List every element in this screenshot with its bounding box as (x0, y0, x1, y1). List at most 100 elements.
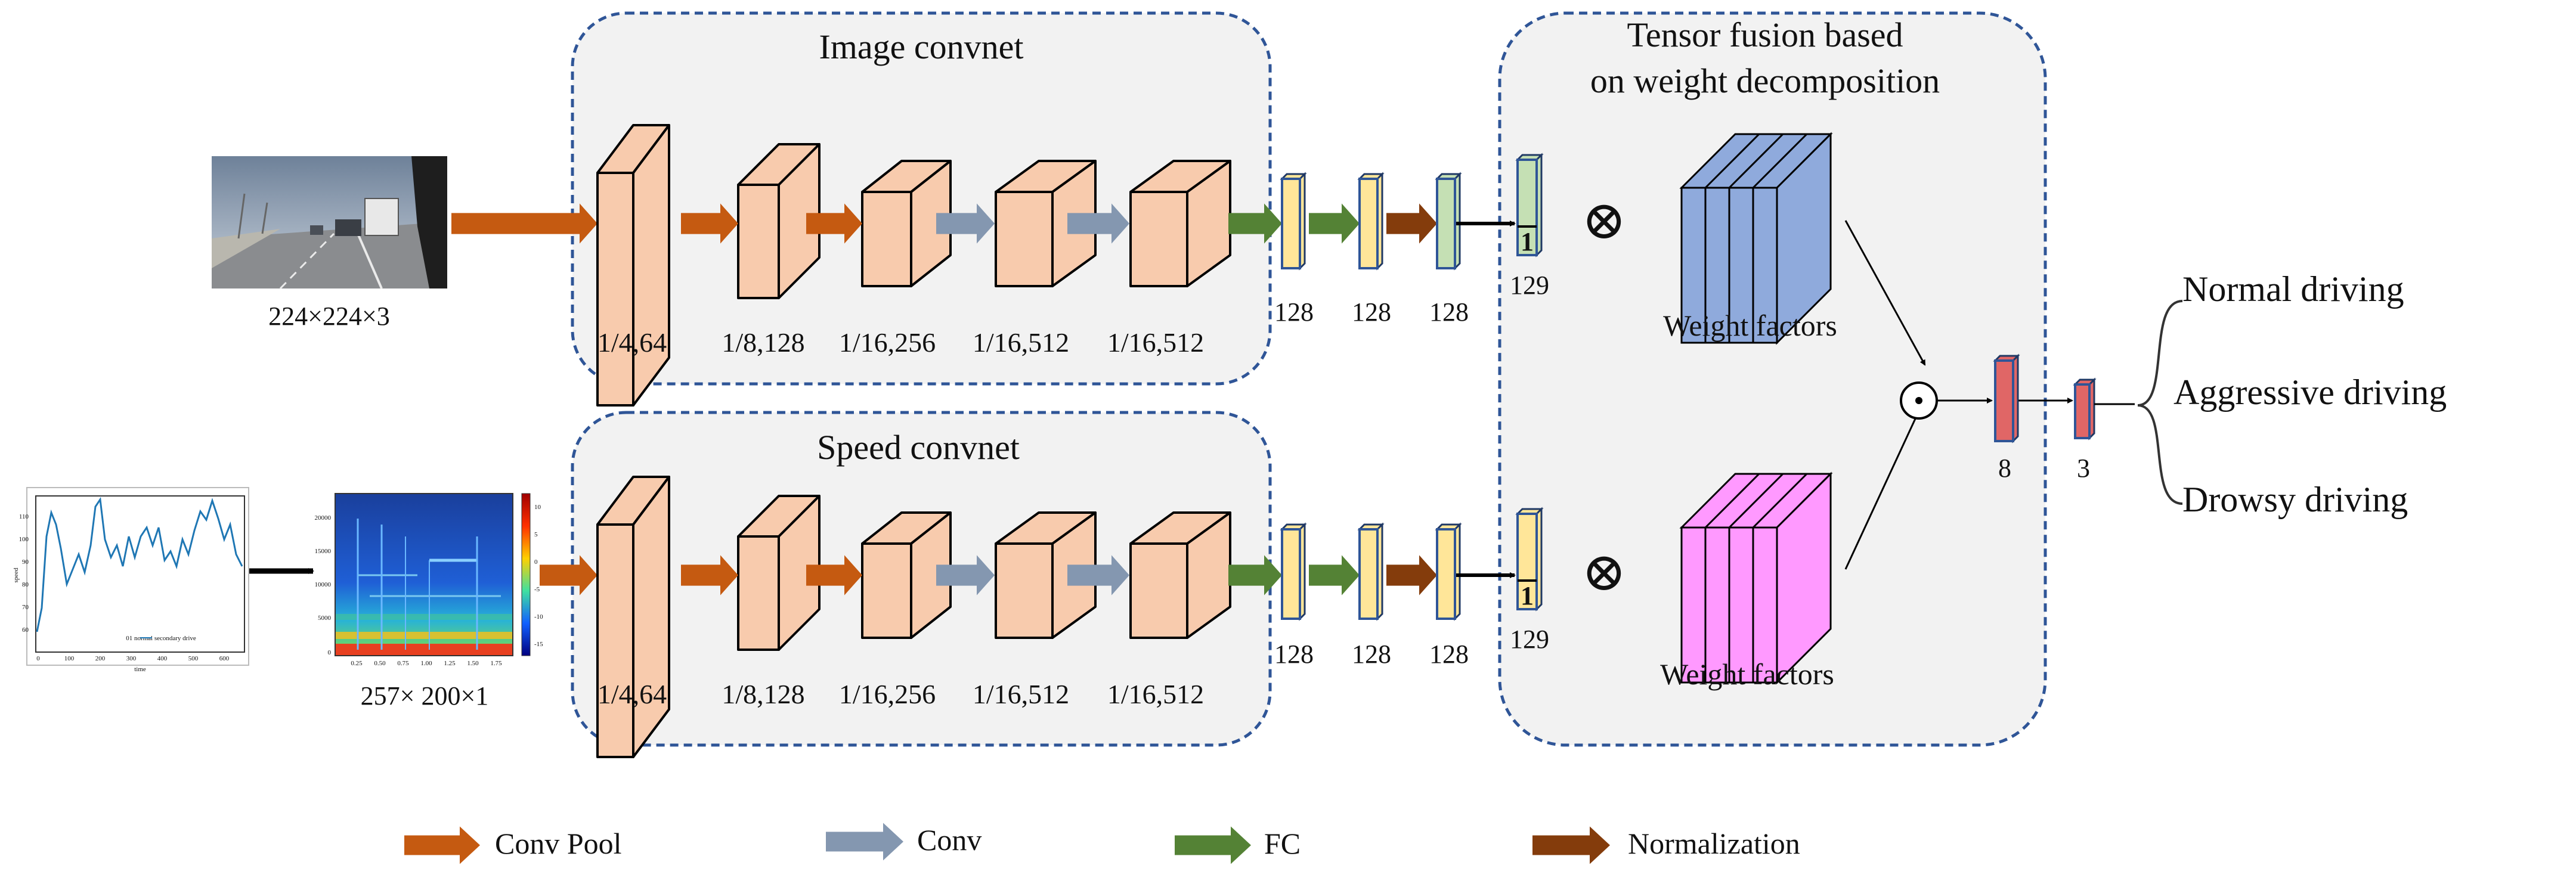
colorbar-ticks: 10 5 0 -5 -10 -15 (534, 504, 543, 648)
fusion-title-line2: on weight decomposition (1590, 61, 1940, 100)
image-norm-arrow (1386, 203, 1437, 244)
image-fc-arrow-1 (1228, 203, 1282, 244)
image-fc-arrow-2 (1309, 203, 1360, 244)
speed-plot-xticks: 0 100 200 300 400 500 600 (36, 655, 230, 662)
svg-text:1.00: 1.00 (420, 660, 432, 667)
output-brace (2137, 300, 2183, 505)
weight-factors-label-bottom: Weight factors (1660, 657, 1834, 691)
elementwise-product-dot (1915, 397, 1922, 404)
speed-plot-yticks: 110 100 90 80 70 60 (19, 513, 29, 634)
speed-convpool-arrow-2 (681, 555, 738, 595)
svg-text:20000: 20000 (315, 514, 332, 522)
svg-text:400: 400 (157, 655, 168, 662)
svg-text:1.25: 1.25 (444, 660, 456, 667)
svg-text:10: 10 (534, 504, 541, 511)
speed-fc-arrow-1 (1228, 555, 1282, 595)
svg-text:15000: 15000 (315, 548, 332, 555)
image-fc-label-3: 128 (1429, 297, 1469, 327)
image-conv-arrow-5 (1067, 203, 1129, 244)
speed-concat-vector (1515, 507, 1544, 612)
svg-text:70: 70 (22, 604, 29, 611)
speed-convpool-arrow-3 (806, 555, 862, 595)
svg-text:-10: -10 (534, 613, 543, 621)
spectrogram-size-label: 257× 200×1 (361, 681, 489, 711)
image-conv-block-2 (737, 143, 821, 299)
output-normal-driving: Normal driving (2182, 269, 2404, 309)
spectrogram-input: 20000 15000 10000 5000 0 0.25 0.50 0.75 … (315, 493, 543, 667)
svg-text:500: 500 (188, 655, 199, 662)
svg-text:0.75: 0.75 (397, 660, 409, 667)
svg-text:1.50: 1.50 (467, 660, 479, 667)
svg-text:90: 90 (22, 559, 29, 566)
image-conv-block-1 (596, 124, 670, 407)
speed-block-label-3: 1/16,256 (839, 679, 936, 709)
image-input-size-label: 224×224×3 (268, 302, 390, 331)
svg-text:100: 100 (64, 655, 75, 662)
image-fc-label-1: 128 (1274, 297, 1314, 327)
tensor-fusion-panel (1498, 11, 2047, 747)
speed-block-label-5: 1/16,512 (1107, 679, 1204, 709)
speed-fc-label-1: 128 (1274, 640, 1314, 669)
speed-conv-arrow-4 (936, 555, 995, 595)
svg-text:0.25: 0.25 (351, 660, 363, 667)
image-conv-arrow-4 (936, 203, 995, 244)
fusion-title-line1: Tensor fusion based (1627, 15, 1903, 54)
speed-norm-arrow (1386, 555, 1437, 595)
speed-fc-label-3: 128 (1429, 640, 1469, 669)
speed-fc-vector-3 (1435, 522, 1462, 621)
image-conv-block-3 (861, 160, 952, 287)
speed-fc-vector-1 (1280, 522, 1307, 621)
svg-text:300: 300 (126, 655, 137, 662)
legend-fc-label: FC (1264, 827, 1301, 860)
speed-fc-vector-2 (1357, 522, 1385, 621)
legend-normalization-label: Normalization (1628, 827, 1800, 860)
speed-concat-label: 129 (1510, 625, 1549, 654)
image-convnet-title: Image convnet (819, 27, 1023, 66)
legend-conv-pool-arrow (404, 826, 480, 864)
output-aggressive-driving: Aggressive driving (2174, 373, 2447, 412)
speed-conv-arrow-5 (1067, 555, 1129, 595)
speed-block-label-1: 1/4,64 (597, 679, 667, 709)
svg-text:5000: 5000 (318, 615, 332, 622)
svg-text:0.50: 0.50 (374, 660, 386, 667)
svg-text:110: 110 (19, 513, 29, 520)
svg-text:100: 100 (19, 536, 29, 543)
svg-text:5: 5 (534, 531, 538, 538)
output-vector-3 (2073, 377, 2097, 440)
image-block-label-4: 1/16,512 (973, 327, 1069, 358)
svg-text:200: 200 (95, 655, 106, 662)
svg-text:600: 600 (219, 655, 230, 662)
svg-text:0: 0 (36, 655, 40, 662)
svg-text:80: 80 (22, 581, 29, 588)
output-vector-8 (1993, 353, 2020, 443)
speed-conv-block-1 (596, 476, 670, 758)
speed-plot-input: 01 normal secondary drive speed time 110… (13, 487, 249, 673)
legend-conv-arrow (826, 823, 903, 861)
legend-fc-arrow (1175, 826, 1251, 864)
speed-conv-block-5 (1129, 511, 1231, 639)
image-fc-vector-2 (1357, 172, 1385, 271)
speed-conv-block-2 (737, 495, 821, 651)
image-concat-one: 1 (1521, 227, 1534, 256)
image-concat-label: 129 (1510, 271, 1549, 300)
image-block-label-1: 1/4,64 (597, 327, 667, 358)
image-block-label-3: 1/16,256 (839, 327, 936, 358)
image-fc-vector-3 (1435, 172, 1462, 271)
svg-text:10000: 10000 (315, 581, 332, 588)
weight-factors-stack-bottom (1679, 471, 1833, 685)
spectrogram-yticks: 20000 15000 10000 5000 0 (315, 514, 332, 656)
weight-factors-stack-top (1679, 132, 1833, 345)
speed-plot-ylabel: speed (13, 567, 20, 583)
legend-normalization-arrow (1532, 826, 1610, 864)
speed-convnet-title: Speed convnet (817, 428, 1020, 467)
weight-top-to-product-arrow (1844, 220, 1926, 366)
speed-input-arrow (540, 555, 597, 595)
image-convpool-arrow-3 (806, 203, 862, 244)
speed-block-label-2: 1/8,128 (722, 679, 804, 709)
spectrogram-xticks: 0.25 0.50 0.75 1.00 1.25 1.50 1.75 (351, 660, 502, 667)
image-conv-block-5 (1129, 160, 1231, 287)
speed-plot-xlabel: time (134, 666, 146, 673)
tensor-product-symbol-top: ⊗ (1581, 191, 1626, 250)
speed-conv-block-3 (861, 511, 952, 639)
